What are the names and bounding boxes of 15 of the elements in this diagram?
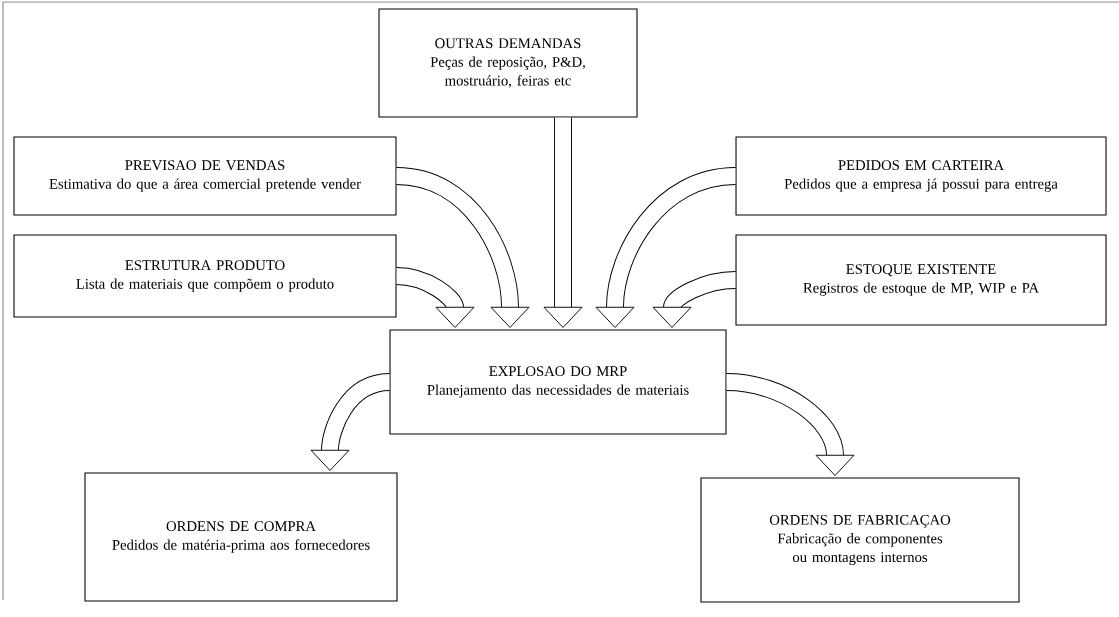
process-box: PEDIDOS EM CARTEIRA Pedidos que a empresa já possui para entrega (735, 136, 1107, 216)
process-box: ORDENS DE FABRICAÇAO Fabricação de componentes ou montagens internos (700, 477, 1020, 603)
block-arrow (595, 167, 737, 328)
process-box: OUTRAS DEMANDAS Peças de reposição, P&D, mostruário, feiras etc (378, 8, 638, 118)
block-arrow (652, 271, 736, 328)
block-arrow (726, 373, 855, 476)
block-arrow (310, 373, 391, 471)
process-box: ESTRUTURA PRODUTO Lista de materiais que compõem o produto (13, 234, 397, 318)
process-box: ESTOQUE EXISTENTE Registros de estoque de MP, WIP e PA (735, 234, 1107, 326)
process-box: PREVISAO DE VENDAS Estimativa do que a área comercial pretende vender (13, 136, 397, 216)
process-box: EXPLOSAO DO MRP Planejamento das necessidades de materiais (389, 329, 727, 435)
block-arrow (396, 267, 475, 328)
block-arrow (395, 167, 530, 328)
process-box: ORDENS DE COMPRA Pedidos de matéria-prima aos fornecedores (84, 472, 398, 602)
block-arrow (543, 117, 583, 328)
